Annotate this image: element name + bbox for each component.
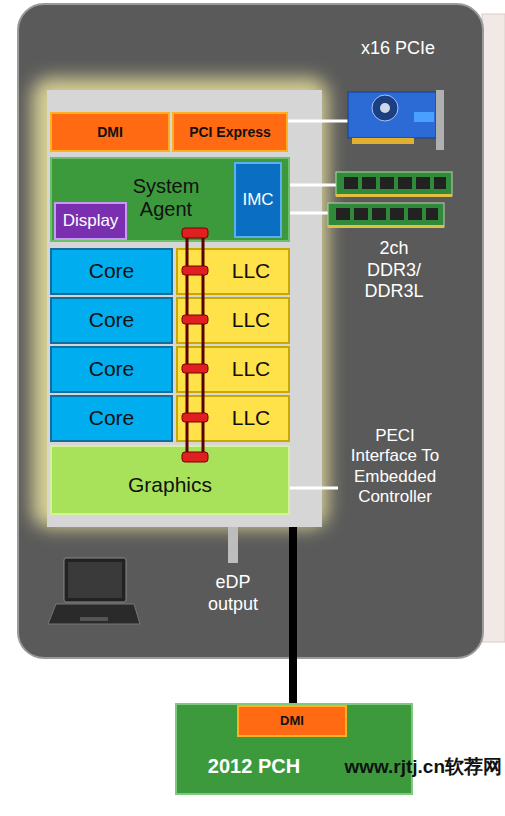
llc-box: LLC — [176, 346, 290, 393]
box-label: DMI — [280, 714, 304, 729]
box-label: Core — [89, 308, 135, 332]
box-label: System Agent — [120, 175, 212, 221]
die-glow — [32, 78, 328, 528]
peci-wire — [290, 487, 338, 490]
core-box: Core — [50, 297, 173, 344]
ring-stop — [182, 452, 208, 462]
interface-box: DMI — [237, 705, 347, 737]
side-strip — [482, 14, 505, 642]
llc-box: LLC — [176, 395, 290, 442]
peci-label: PECI Interface To Embedded Controller — [340, 426, 450, 508]
llc-box: LLC — [176, 297, 290, 344]
box-label: Core — [89, 406, 135, 430]
core-box: Core — [50, 248, 173, 295]
die — [47, 90, 322, 527]
ring-stop — [182, 315, 208, 324]
memory-module — [336, 172, 452, 197]
box-label: IMC — [242, 190, 273, 210]
box-label: Display — [63, 211, 119, 231]
pcie-wire — [288, 120, 350, 123]
interface-box: DMI — [50, 112, 170, 152]
package-outline — [18, 4, 483, 658]
ring-stop — [182, 228, 208, 238]
ring-stop — [182, 364, 208, 373]
box-label: LLC — [232, 357, 271, 381]
memory-module — [328, 203, 444, 228]
box-label: LLC — [232, 308, 271, 332]
edp-label: eDP output — [190, 572, 276, 615]
graphics-box: Graphics — [50, 445, 290, 515]
box-label: Core — [89, 357, 135, 381]
memory-label: 2ch DDR3/ DDR3L — [355, 238, 433, 303]
system-agent-box: System Agent IMC Display — [50, 157, 290, 242]
pch-box: 2012 PCH DMI — [175, 703, 413, 795]
imc-box: IMC — [234, 162, 282, 238]
dmi-link — [289, 527, 297, 705]
box-label: DMI — [97, 124, 123, 140]
ring-bus — [187, 234, 203, 456]
interface-box: PCI Express — [172, 112, 288, 152]
watermark: www.rjtj.cn软荐网 — [292, 756, 502, 779]
edp-wire — [228, 527, 238, 563]
box-label: Core — [89, 259, 135, 283]
box-label: PCI Express — [189, 124, 271, 140]
box-label: LLC — [232, 259, 271, 283]
ring-stop — [182, 413, 208, 422]
box-label: LLC — [232, 406, 271, 430]
box-label: 2012 PCH — [199, 755, 309, 778]
core-box: Core — [50, 395, 173, 442]
graphics-card — [348, 90, 444, 150]
display-box: Display — [54, 202, 127, 240]
box-label: Graphics — [128, 473, 212, 497]
laptop-icon — [48, 558, 140, 624]
ring-stop — [182, 266, 208, 275]
core-box: Core — [50, 346, 173, 393]
llc-box: LLC — [176, 248, 290, 295]
interface-label: x16 PCIe — [350, 38, 446, 60]
